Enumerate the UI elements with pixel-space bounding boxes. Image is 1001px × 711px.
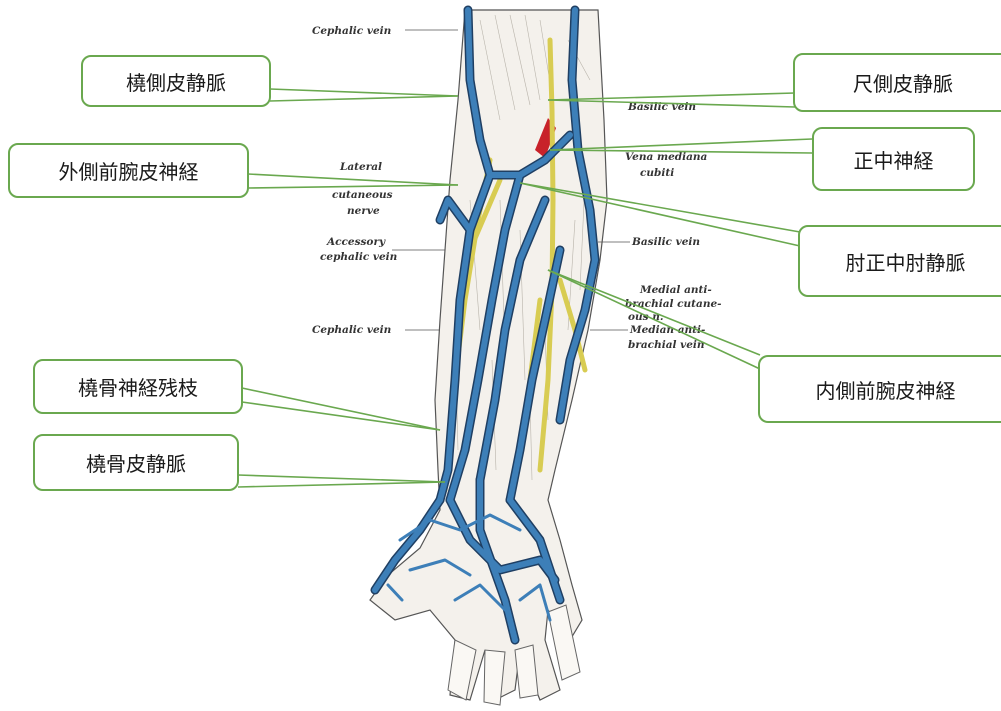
callout-median-cubital-vein: 肘正中肘静脈 bbox=[798, 225, 1001, 297]
eng-lateral-2: cutaneous bbox=[332, 189, 393, 201]
callout-medial-antebrachial-cutaneous-nerve: 内側前腕皮神経 bbox=[758, 355, 1001, 423]
eng-medial-2: brachial cutane- bbox=[625, 298, 722, 310]
callout-radial-cutaneous-vein: 橈側皮静脈 bbox=[81, 55, 271, 107]
eng-cephalic-lower: Cephalic vein bbox=[312, 324, 391, 336]
callout-lateral-antebrachial-cutaneous-nerve: 外側前腕皮神経 bbox=[8, 143, 249, 198]
eng-lateral-1: Lateral bbox=[339, 161, 382, 173]
eng-median-cubiti-2: cubiti bbox=[640, 167, 674, 179]
callout-median-nerve: 正中神経 bbox=[812, 127, 975, 191]
eng-accessory-1: Accessory bbox=[326, 236, 386, 248]
callout-radial-skin-vein: 橈骨皮静脈 bbox=[33, 434, 239, 491]
eng-medial-1: Medial anti- bbox=[639, 284, 712, 296]
eng-accessory-2: cephalic vein bbox=[320, 251, 397, 263]
callout-radial-nerve-superficial-branch: 橈骨神経残枝 bbox=[33, 359, 243, 414]
eng-median-cubiti-1: Vena mediana bbox=[625, 151, 708, 163]
eng-cephalic-top: Cephalic vein bbox=[312, 25, 391, 37]
eng-median-ante-2: brachial vein bbox=[628, 339, 705, 351]
callout-ulnar-cutaneous-vein: 尺側皮静脈 bbox=[793, 53, 1001, 112]
eng-lateral-3: nerve bbox=[347, 205, 380, 217]
eng-basilic-lower: Basilic vein bbox=[631, 236, 700, 248]
